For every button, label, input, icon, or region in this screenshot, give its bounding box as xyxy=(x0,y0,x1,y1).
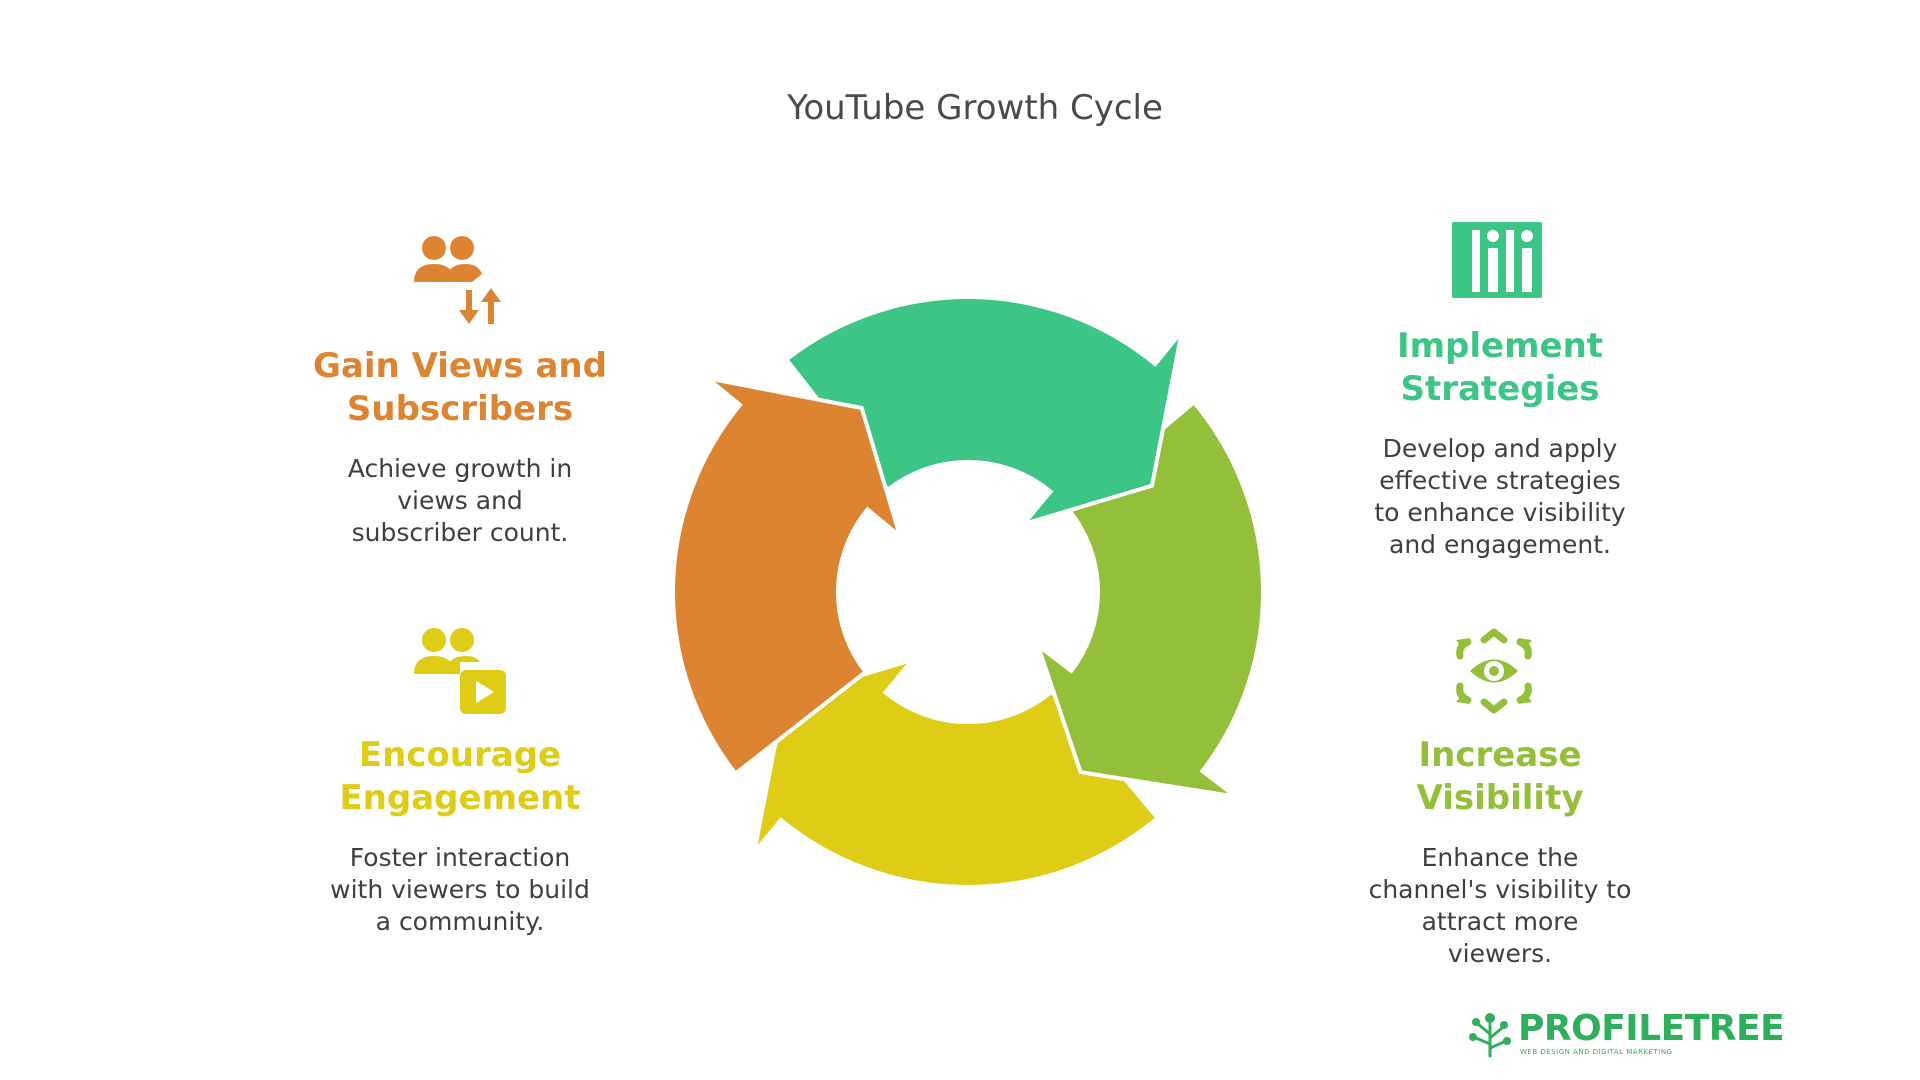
heading-line: Visibility xyxy=(1416,778,1584,818)
step-gain-views: Gain Views and Subscribers Achieve growt… xyxy=(300,345,620,549)
heading-line: Gain Views and xyxy=(313,346,607,386)
logo-brand: PROFILETREE xyxy=(1518,1008,1785,1049)
heading-line: Strategies xyxy=(1400,369,1600,409)
desc-line: Develop and apply xyxy=(1382,434,1618,463)
desc-line: viewers. xyxy=(1447,939,1553,968)
step-heading: Implement Strategies xyxy=(1340,325,1660,411)
arrow-implement-strategies xyxy=(783,295,1184,528)
logo-tagline: WEB DESIGN AND DIGITAL MARKETING xyxy=(1520,1048,1673,1056)
step-description: Achieve growth in views and subscriber c… xyxy=(300,453,620,549)
users-play-icon xyxy=(414,628,506,714)
desc-line: channel's visibility to xyxy=(1368,875,1632,904)
desc-line: with viewers to build xyxy=(330,875,590,904)
users-arrows-icon xyxy=(414,236,501,324)
desc-line: Achieve growth in xyxy=(347,454,573,483)
heading-line: Engagement xyxy=(339,778,581,818)
tree-icon xyxy=(1469,1013,1511,1058)
eye-arrows-icon xyxy=(1456,628,1532,714)
desc-line: views and xyxy=(397,486,523,515)
step-increase-visibility: Increase Visibility Enhance the channel'… xyxy=(1340,734,1660,970)
step-description: Develop and apply effective strategies t… xyxy=(1340,433,1660,561)
desc-line: Foster interaction xyxy=(349,843,571,872)
desc-line: a community. xyxy=(375,907,545,936)
desc-line: effective strategies xyxy=(1379,466,1621,495)
arrow-gain-views xyxy=(671,376,904,777)
desc-line: and engagement. xyxy=(1389,530,1611,559)
desc-line: to enhance visibility xyxy=(1374,498,1626,527)
step-implement-strategies: Implement Strategies Develop and apply e… xyxy=(1340,325,1660,561)
strategy-board-icon xyxy=(1452,222,1542,298)
step-encourage-engagement: Encourage Engagement Foster interaction … xyxy=(300,734,620,938)
step-heading: Encourage Engagement xyxy=(300,734,620,820)
desc-line: attract more xyxy=(1421,907,1579,936)
step-description: Enhance the channel's visibility to attr… xyxy=(1340,842,1660,970)
step-description: Foster interaction with viewers to build… xyxy=(300,842,620,938)
desc-line: subscriber count. xyxy=(351,518,569,547)
heading-line: Subscribers xyxy=(346,389,574,429)
heading-line: Increase xyxy=(1418,735,1582,775)
step-heading: Gain Views and Subscribers xyxy=(300,345,620,431)
page-title: YouTube Growth Cycle xyxy=(787,88,1163,128)
heading-line: Encourage xyxy=(358,735,562,775)
heading-line: Implement xyxy=(1396,326,1604,366)
step-heading: Increase Visibility xyxy=(1340,734,1660,820)
arrow-encourage-engagement xyxy=(752,656,1161,889)
desc-line: Enhance the xyxy=(1421,843,1579,872)
